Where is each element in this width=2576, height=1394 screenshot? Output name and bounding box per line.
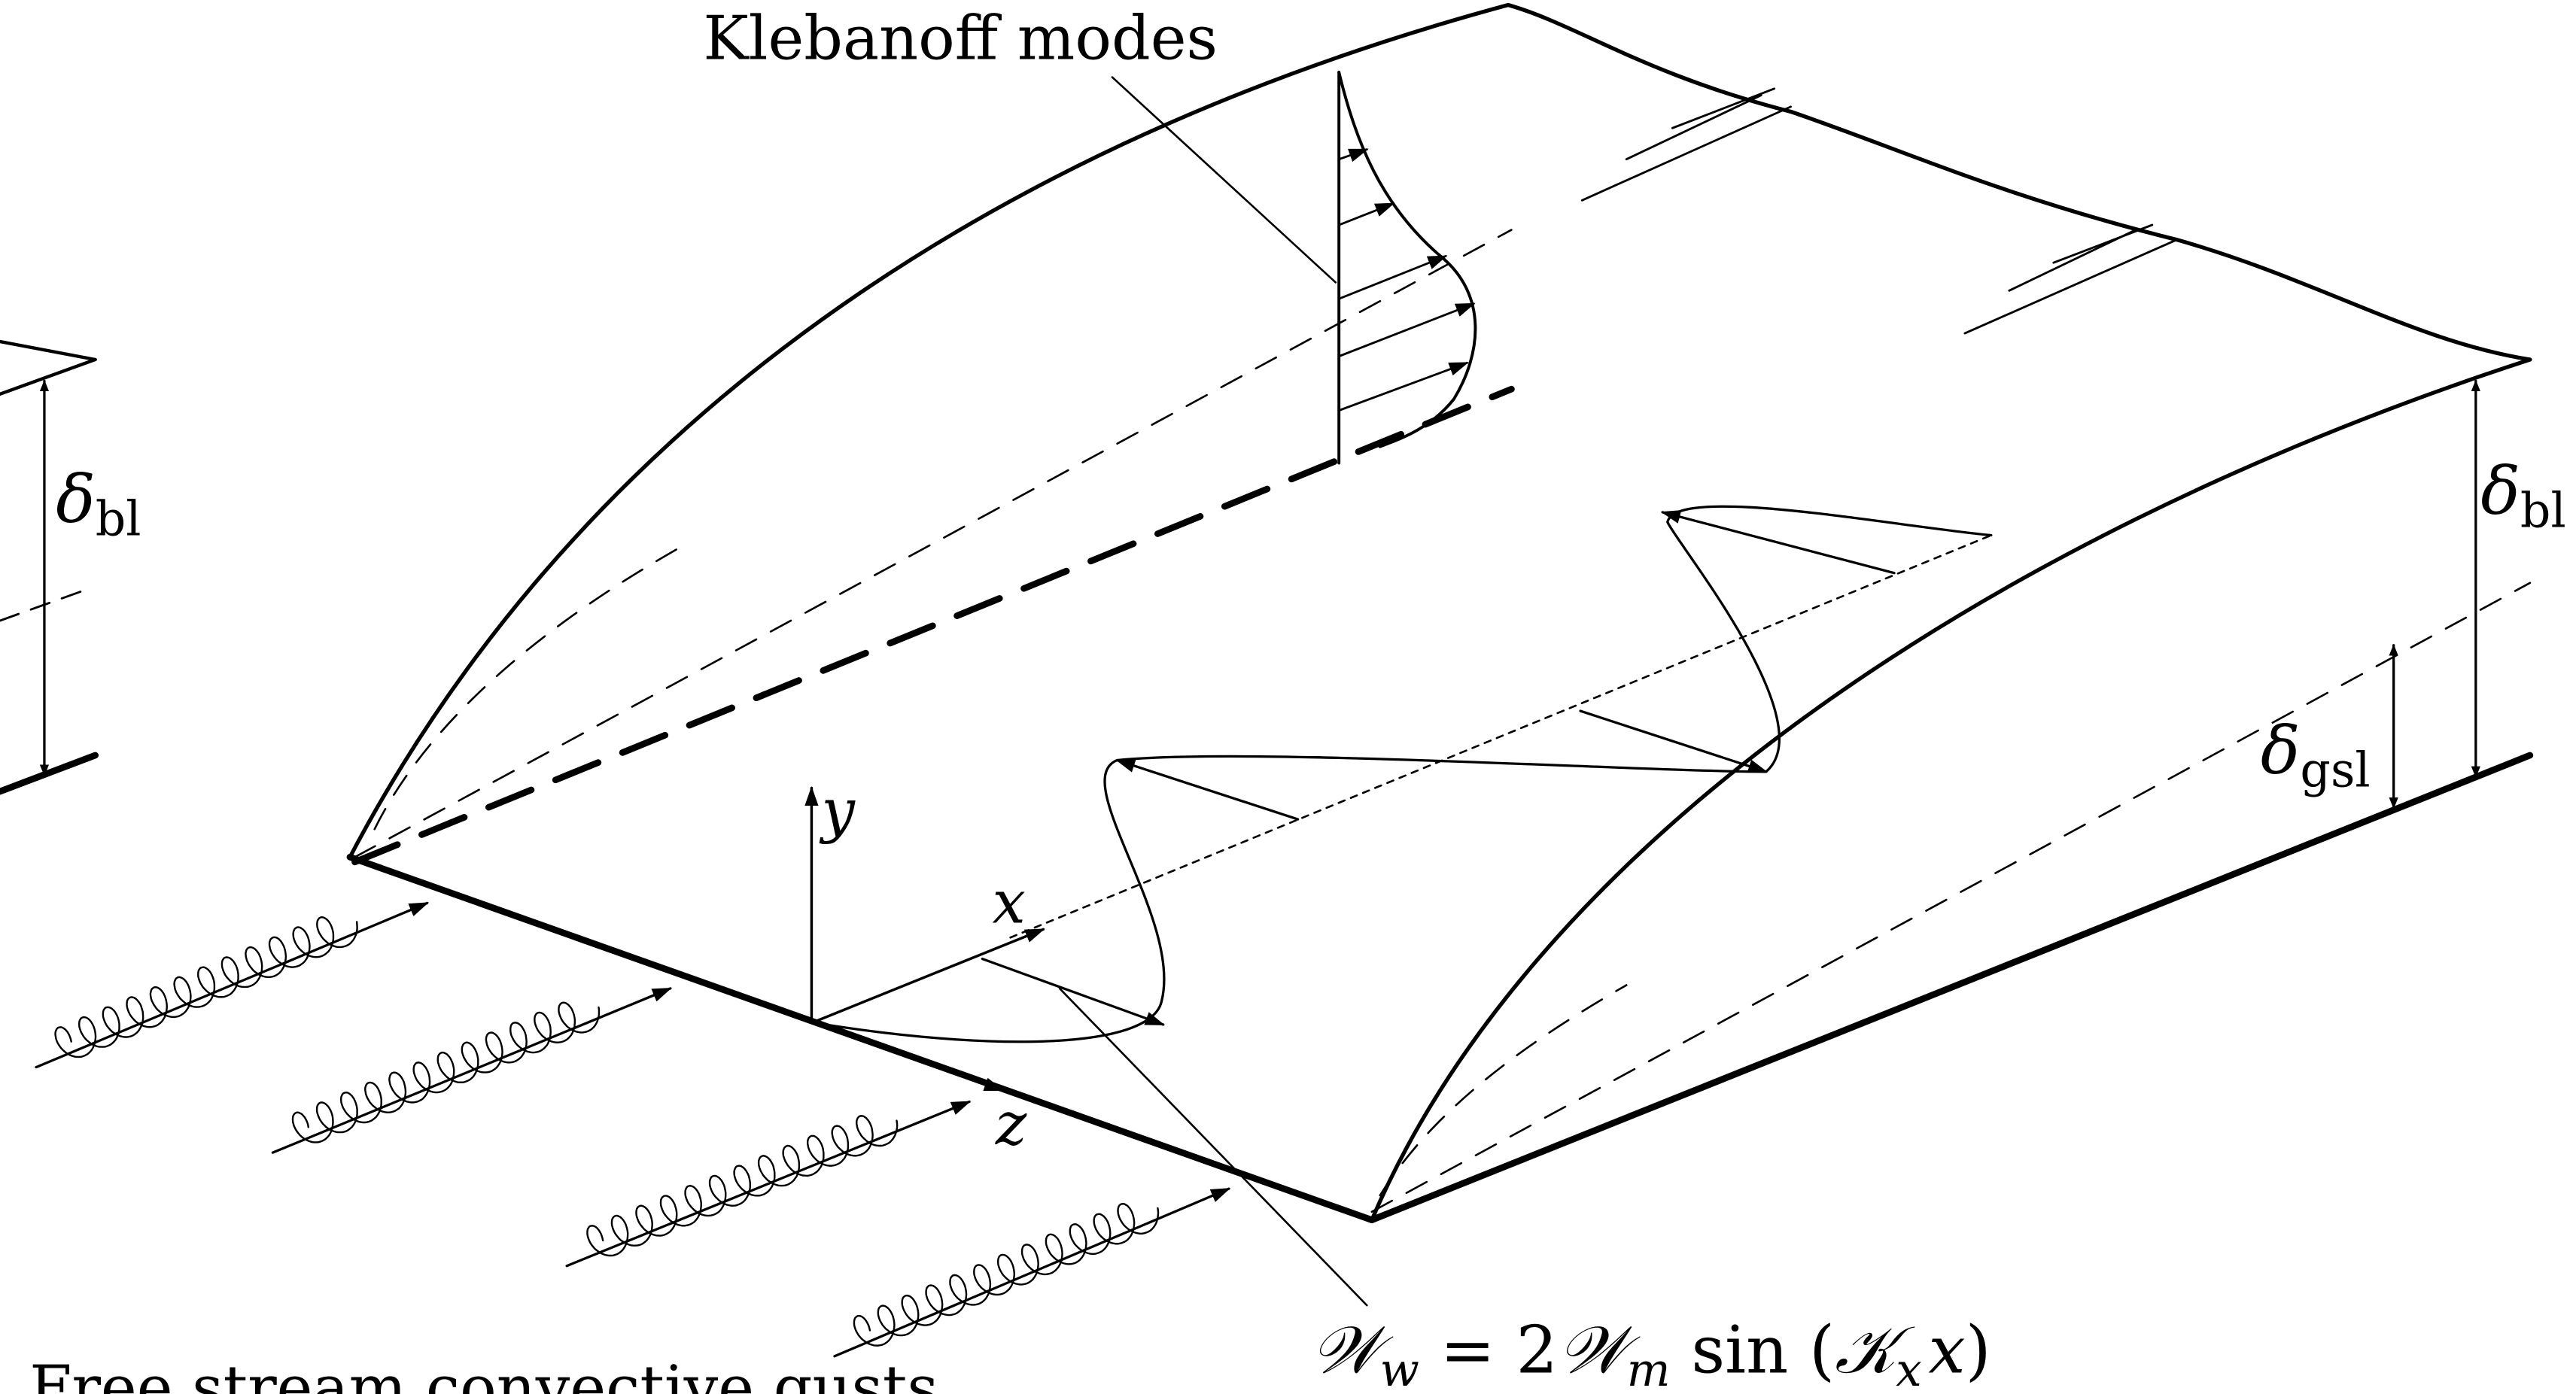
y-axis-label: y: [820, 776, 856, 845]
plate-side-edge: [1368, 752, 2534, 1224]
bl-far-edge-curve: [348, 2, 1510, 859]
gust-arrow-4: [833, 1187, 1231, 1358]
gust-arrow-2: [271, 987, 673, 1154]
klebanoff-vector-arrows: [1337, 148, 1476, 412]
gust-amplitude-arrows: [981, 510, 1896, 1026]
free-stream-gusts-label: Free stream convective gusts: [29, 1353, 938, 1394]
right-delta-bl-label: δbl: [2480, 453, 2565, 538]
free-stream-gusts: [35, 901, 1231, 1358]
delta-gsl-label: δgsl: [2261, 712, 2371, 797]
klebanoff-velocity-profile: [1337, 71, 1477, 448]
gust-arrow-3: [565, 1100, 972, 1268]
left-delta-bl-label: δbl: [56, 461, 141, 546]
x-axis-label: x: [993, 868, 1026, 937]
gust-helix-4: [853, 1203, 1160, 1347]
equation-leader-line: [1058, 987, 1368, 1307]
klebanoff-modes-label: Klebanoff modes: [703, 4, 1218, 74]
bl-near-edge-curve: [1370, 357, 2532, 1222]
boundary-layer-surface: [348, 2, 2532, 1222]
plate-leading-edge: [346, 853, 1376, 1224]
klebanoff-profile: [1111, 71, 1477, 465]
x-axis-arrow: [810, 928, 1045, 1025]
z-axis-label: z: [995, 1089, 1027, 1159]
surface-hatch-marks: [1580, 87, 2178, 335]
gust-helix-2: [291, 1001, 601, 1143]
gust-centerline-dotted: [1009, 534, 1993, 939]
bl-top-ridge: [1506, 2, 2532, 362]
klebanoff-leader-line: [1111, 76, 1337, 284]
flat-plate: [346, 385, 2534, 1224]
plate-centerline-dashed: [351, 385, 1515, 866]
gust-helix-3: [586, 1115, 899, 1257]
gust-arrow-1: [35, 901, 430, 1069]
left-slab: [0, 339, 99, 795]
gust-helix-1: [54, 916, 358, 1058]
thickness-indicators: [2389, 379, 2480, 809]
coordinate-axes: [804, 786, 1045, 1092]
sinusoidal-gust: [814, 505, 1993, 1307]
z-axis-arrow: [810, 1021, 1005, 1092]
